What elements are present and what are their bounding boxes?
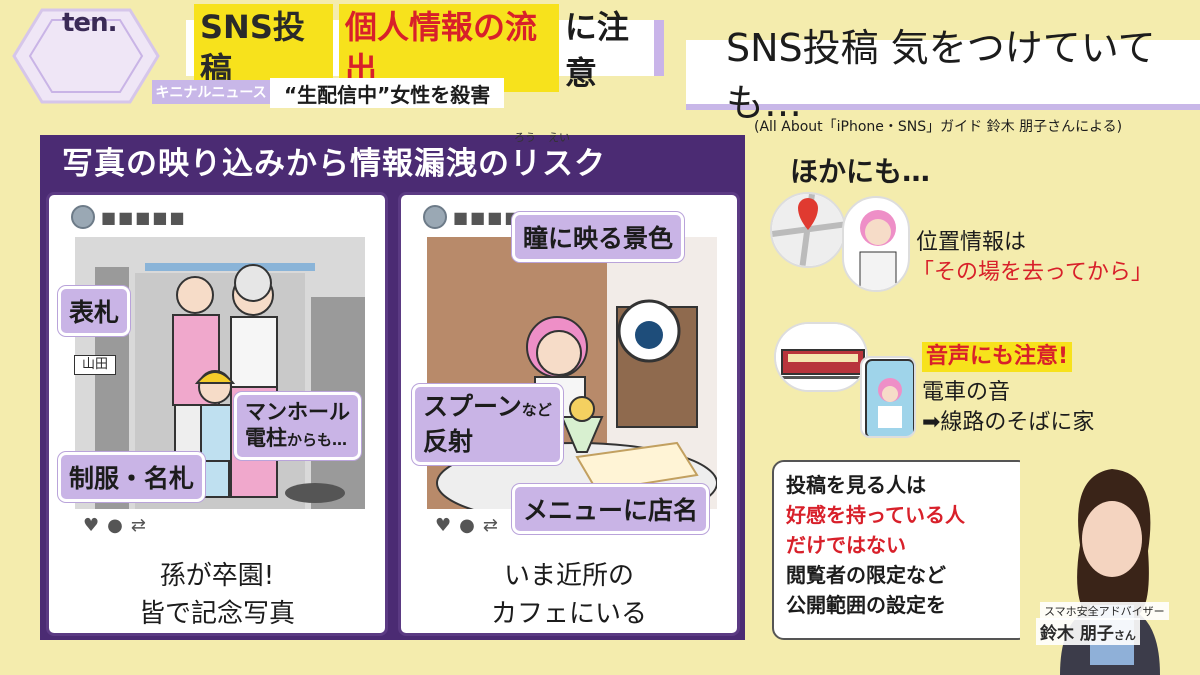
tip-audio-line1: 電車の音 [922,380,1011,405]
post-header: ■■■■■ [71,205,187,229]
map-pin-icon [772,194,844,266]
caption-line-1: 孫が卒園! [159,561,275,591]
tip-location-line1: 位置情報は [916,230,1027,255]
callout-manhole-line1: マンホール [245,400,350,424]
advice-line4: 閲覧者の限定など [786,563,946,587]
callout-spoon-line1: スプーンなど [423,391,552,426]
caption-line-2: カフェにいる [490,599,647,629]
photo-post-card-graduation: ■■■■■ ♥ ● ⇄ 孫が卒園! 皆で記念写真 [46,192,388,636]
tip-audio-title: 音声にも注意! [922,342,1073,372]
callout-spoon-word: スプーン [423,392,522,421]
family-photo-illustration [75,237,365,509]
reaction-icons: ♥ ● ⇄ [83,515,146,536]
comment-icon[interactable]: ● [107,515,123,536]
news-tag: キニナルニュース [152,80,270,104]
section-title: 写真の映り込みから情報漏洩のリスク [40,135,745,185]
callout-nameplate: 表札 [58,286,131,336]
ruby-ei: えい [548,131,570,144]
share-icon[interactable]: ⇄ [130,515,146,536]
map-location-icon [770,192,846,268]
advice-line2: 好感を持っている人 [786,503,965,527]
advice-line5: 公開範囲の設定を [786,593,946,617]
callout-manhole-also: からも… [287,431,348,449]
callout-manhole: マンホール 電柱からも… [234,392,361,460]
door-nameplate: 山田 [74,355,116,375]
heart-icon[interactable]: ♥ [83,515,100,536]
advice-line1: 投稿を見る人は [786,473,926,497]
ruby-rou: ろう [514,131,536,144]
source-note: (All About「iPhone・SNS」ガイド 鈴木 朋子さんによる) [754,119,1123,135]
callout-manhole-pole: 電柱 [245,426,287,450]
right-title-text: SNS投稿 気をつけていても… [726,26,1156,125]
caption-line-2: 皆で記念写真 [138,599,295,629]
tip-audio-line2: ➡線路のそばに家 [922,410,1095,435]
headline-banner: SNS投稿 個人情報の流出 に注意 [186,4,664,92]
logo-hexagon-icon [12,8,160,104]
heart-icon[interactable]: ♥ [435,515,452,536]
ten-logo: ten. [62,8,117,38]
train-icon [774,322,868,392]
right-title: SNS投稿 気をつけていても… [686,26,1200,125]
callout-spoon-etc: など [521,401,552,419]
advisor-name-text: 鈴木 朋子 [1040,624,1114,644]
reaction-icons: ♥ ● ⇄ [435,515,498,536]
callout-spoon-reflection: スプーンなど 反射 [412,384,563,465]
callout-uniform: 制服・名札 [58,452,206,502]
advisor-honorific: さん [1113,629,1136,642]
other-tips-heading: ほかにも… [790,155,931,188]
avatar-icon [423,205,447,229]
advisor-role: スマホ安全アドバイザー [1040,602,1169,620]
headline-privacy: 個人情報の流出 [339,4,559,92]
cafe-photo-illustration [427,237,717,509]
callout-spoon-line2: 反射 [423,427,474,456]
tip-audio-title-text: 音声にも注意! [926,344,1069,369]
woman-with-phone-icon [842,196,910,292]
phone-livestream-icon [860,356,916,438]
username-placeholder: ■■■■■ [101,207,187,227]
callout-eye-reflection: 瞳に映る景色 [512,212,685,262]
advisor-name: 鈴木 朋子さん [1036,618,1140,645]
callout-manhole-line2: 電柱からも… [245,425,350,453]
advice-speech-box: 投稿を見る人は 好感を持っている人 だけではない 閲覧者の限定など 公開範囲の設… [772,460,1030,640]
share-icon[interactable]: ⇄ [482,515,498,536]
caption-line-1: いま近所の [503,561,634,591]
callout-menu-store-name: メニューに店名 [512,484,710,534]
tip-location-line2: 「その場を去ってから」 [912,260,1153,285]
advice-line3: だけではない [786,533,906,557]
sub-headline: “生配信中”女性を殺害 [270,78,505,108]
headline-caution: に注意 [564,8,629,92]
avatar-icon [71,205,95,229]
comment-icon[interactable]: ● [459,515,475,536]
